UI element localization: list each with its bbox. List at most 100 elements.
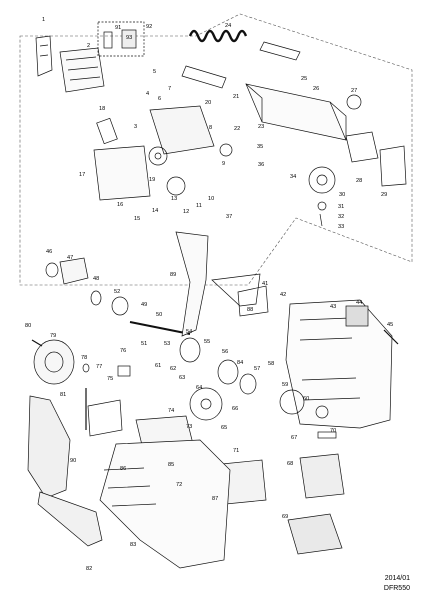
label-34: 34: [290, 174, 296, 180]
label-65: 65: [221, 425, 227, 431]
label-29: 29: [381, 192, 387, 198]
part-82-clip: [37, 491, 103, 547]
label-56: 56: [222, 349, 228, 355]
label-54: 54: [186, 329, 192, 335]
upper-assembly: [35, 21, 407, 227]
label-18: 18: [99, 106, 105, 112]
label-27: 27: [351, 88, 357, 94]
part-55-ring: [179, 337, 201, 363]
label-75: 75: [107, 376, 113, 382]
label-1: 1: [42, 17, 45, 23]
label-33: 33: [338, 224, 344, 230]
label-43: 43: [330, 304, 336, 310]
label-83: 83: [130, 542, 136, 548]
part-1-bracket: [35, 35, 53, 77]
label-70: 70: [330, 428, 336, 434]
label-7: 7: [168, 86, 171, 92]
part-2-switch-block: [59, 47, 105, 93]
part-60-gear: [315, 405, 329, 419]
label-59: 59: [282, 382, 288, 388]
label-6: 6: [158, 96, 161, 102]
label-46: 46: [46, 249, 52, 255]
label-74: 74: [168, 408, 174, 414]
part-67-clamp: [317, 431, 337, 439]
part-91-contact: [103, 31, 113, 49]
part-29-plate: [379, 145, 407, 187]
label-13: 13: [171, 196, 177, 202]
part-number-labels: 1 2 3 4 5 6 7 8 9 10 11 12 13 14 15 16 1…: [25, 17, 393, 572]
label-72: 72: [176, 482, 182, 488]
label-15: 15: [134, 216, 140, 222]
label-25: 25: [301, 76, 307, 82]
label-5: 5: [153, 69, 156, 75]
label-8: 8: [209, 125, 212, 131]
label-58: 58: [268, 361, 274, 367]
label-31: 31: [338, 204, 344, 210]
part-33-screw: [319, 213, 323, 227]
label-91: 91: [115, 25, 121, 31]
label-88: 88: [247, 307, 253, 313]
label-16: 16: [117, 202, 123, 208]
part-27-knob: [346, 94, 362, 110]
part-48-ring: [90, 290, 102, 306]
label-73: 73: [186, 424, 192, 430]
label-22: 22: [234, 126, 240, 132]
part-28-cap: [345, 131, 379, 163]
label-48: 48: [93, 276, 99, 282]
part-41-locator: [237, 285, 269, 317]
label-66: 66: [232, 406, 238, 412]
part-90-grip: [27, 395, 71, 499]
label-41: 41: [262, 281, 268, 287]
label-17: 17: [79, 172, 85, 178]
part-52-bearing: [111, 296, 129, 316]
part-19-gear: [148, 146, 168, 166]
part-9-gear: [219, 143, 233, 157]
label-61: 61: [155, 363, 161, 369]
subassembly-boundary: [19, 13, 413, 286]
label-86: 86: [120, 466, 126, 472]
label-80: 80: [25, 323, 31, 329]
label-21: 21: [233, 94, 239, 100]
label-57: 57: [254, 366, 260, 372]
label-50: 50: [156, 312, 162, 318]
part-18-lever: [96, 117, 118, 145]
label-77: 77: [96, 364, 102, 370]
part-79-gear-housing: [33, 339, 75, 385]
label-36: 36: [258, 162, 264, 168]
label-11: 11: [196, 203, 202, 209]
part-76-clip: [117, 365, 131, 377]
part-64-gear: [189, 387, 223, 421]
part-50-spindle: [129, 321, 191, 335]
part-78-bushing: [82, 363, 90, 373]
label-26: 26: [313, 86, 319, 92]
label-12: 12: [183, 209, 189, 215]
label-87: 87: [212, 496, 218, 502]
diagram-date: 2014/01: [384, 575, 410, 582]
label-53: 53: [164, 341, 170, 347]
label-64: 64: [196, 385, 202, 391]
part-17-base-plate: [93, 145, 151, 201]
part-93-switch: [121, 29, 137, 49]
label-92: 92: [146, 24, 152, 30]
label-90: 90: [70, 458, 76, 464]
part-80-screw: [31, 339, 43, 347]
part-24-spring: [188, 29, 248, 43]
part-56-ring: [217, 359, 239, 385]
part-20-clip: [181, 65, 227, 89]
label-23: 23: [258, 124, 264, 130]
part-13-gear: [166, 176, 186, 196]
part-26-rail: [245, 83, 347, 141]
label-55: 55: [204, 339, 210, 345]
label-19: 19: [149, 177, 155, 183]
part-89-arm: [175, 231, 209, 337]
label-35: 35: [257, 144, 263, 150]
label-93: 93: [126, 35, 132, 41]
label-78: 78: [81, 355, 87, 361]
part-69-terminal: [287, 513, 343, 555]
model-number: DFR550: [383, 585, 410, 592]
label-24: 24: [225, 23, 231, 29]
part-92-frame: [97, 21, 145, 57]
label-3: 3: [134, 124, 137, 130]
label-9: 9: [222, 161, 225, 167]
lower-assembly: [27, 231, 399, 569]
